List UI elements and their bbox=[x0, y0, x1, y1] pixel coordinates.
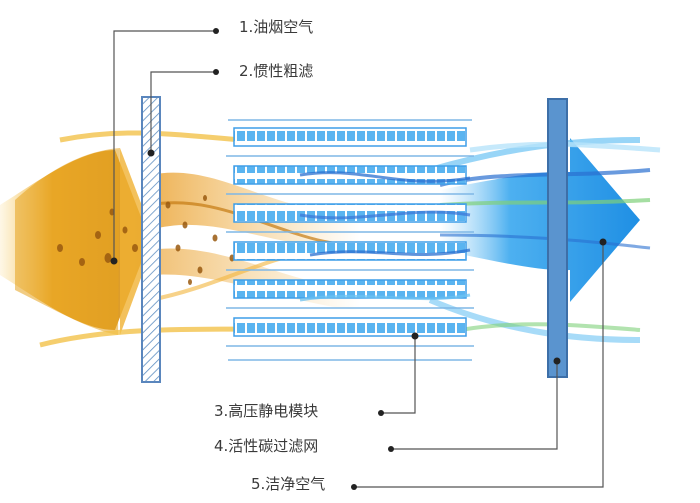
leader-dots bbox=[110, 28, 607, 490]
module-plate bbox=[226, 127, 474, 157]
module-plate bbox=[226, 279, 474, 309]
label-activated-carbon-filter: 4.活性碳过滤网 bbox=[214, 437, 319, 455]
module-plate bbox=[226, 317, 474, 347]
label-inertial-coarse-filter: 2.惯性粗滤 bbox=[239, 62, 314, 80]
activated-carbon-filter bbox=[547, 98, 568, 378]
label-clean-air: 5.洁净空气 bbox=[251, 475, 326, 493]
label-hv-electrostatic-module: 3.高压静电模块 bbox=[214, 402, 319, 420]
module-airflow-streaks bbox=[299, 171, 471, 302]
leader-lines bbox=[113, 30, 604, 488]
oil-droplets bbox=[57, 195, 235, 285]
label-oily-smoke-air: 1.油烟空气 bbox=[239, 18, 314, 36]
oily-air-flow bbox=[0, 130, 381, 348]
